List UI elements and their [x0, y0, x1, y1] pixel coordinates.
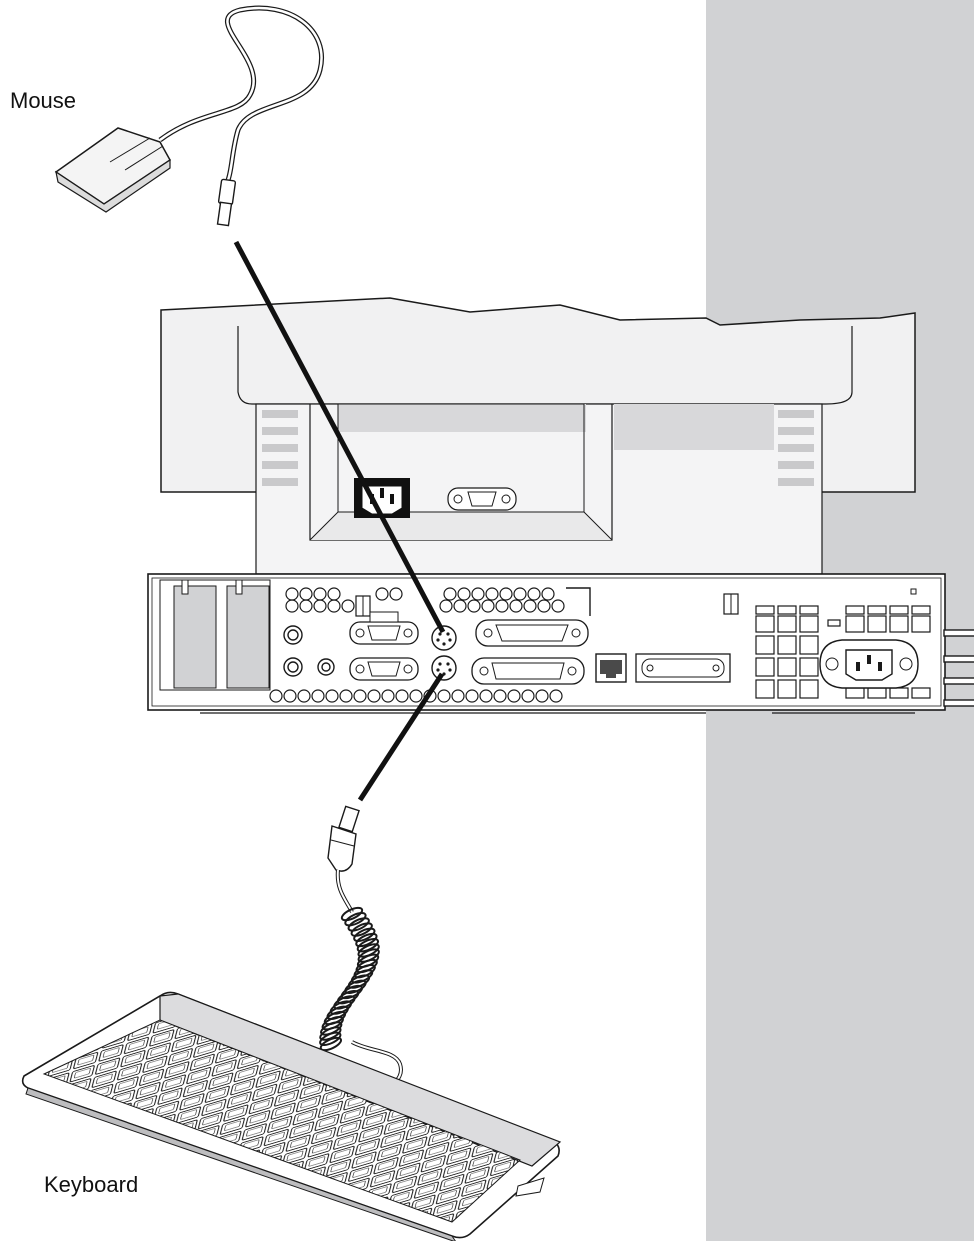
- mouse: [56, 8, 322, 226]
- serial-port-2: [350, 658, 418, 680]
- system-unit: [148, 574, 974, 713]
- expansion-slots: [160, 580, 270, 690]
- monitor: [161, 298, 915, 574]
- mouse-cable: [160, 8, 322, 180]
- parallel-port: [476, 620, 588, 646]
- scsi-port: [472, 658, 584, 684]
- mouse-plug: [218, 179, 235, 205]
- keyboard-label: Keyboard: [44, 1172, 138, 1198]
- power-inlet: [820, 640, 918, 688]
- keyboard-cable-coil: [318, 905, 380, 1052]
- ethernet-port: [596, 654, 626, 682]
- mouse-label: Mouse: [10, 88, 76, 114]
- keyboard-plug: [328, 806, 359, 871]
- aui-port: [636, 654, 730, 682]
- keyboard-port: [432, 656, 456, 680]
- mouse-body: [56, 128, 170, 204]
- monitor-video-port: [448, 488, 516, 510]
